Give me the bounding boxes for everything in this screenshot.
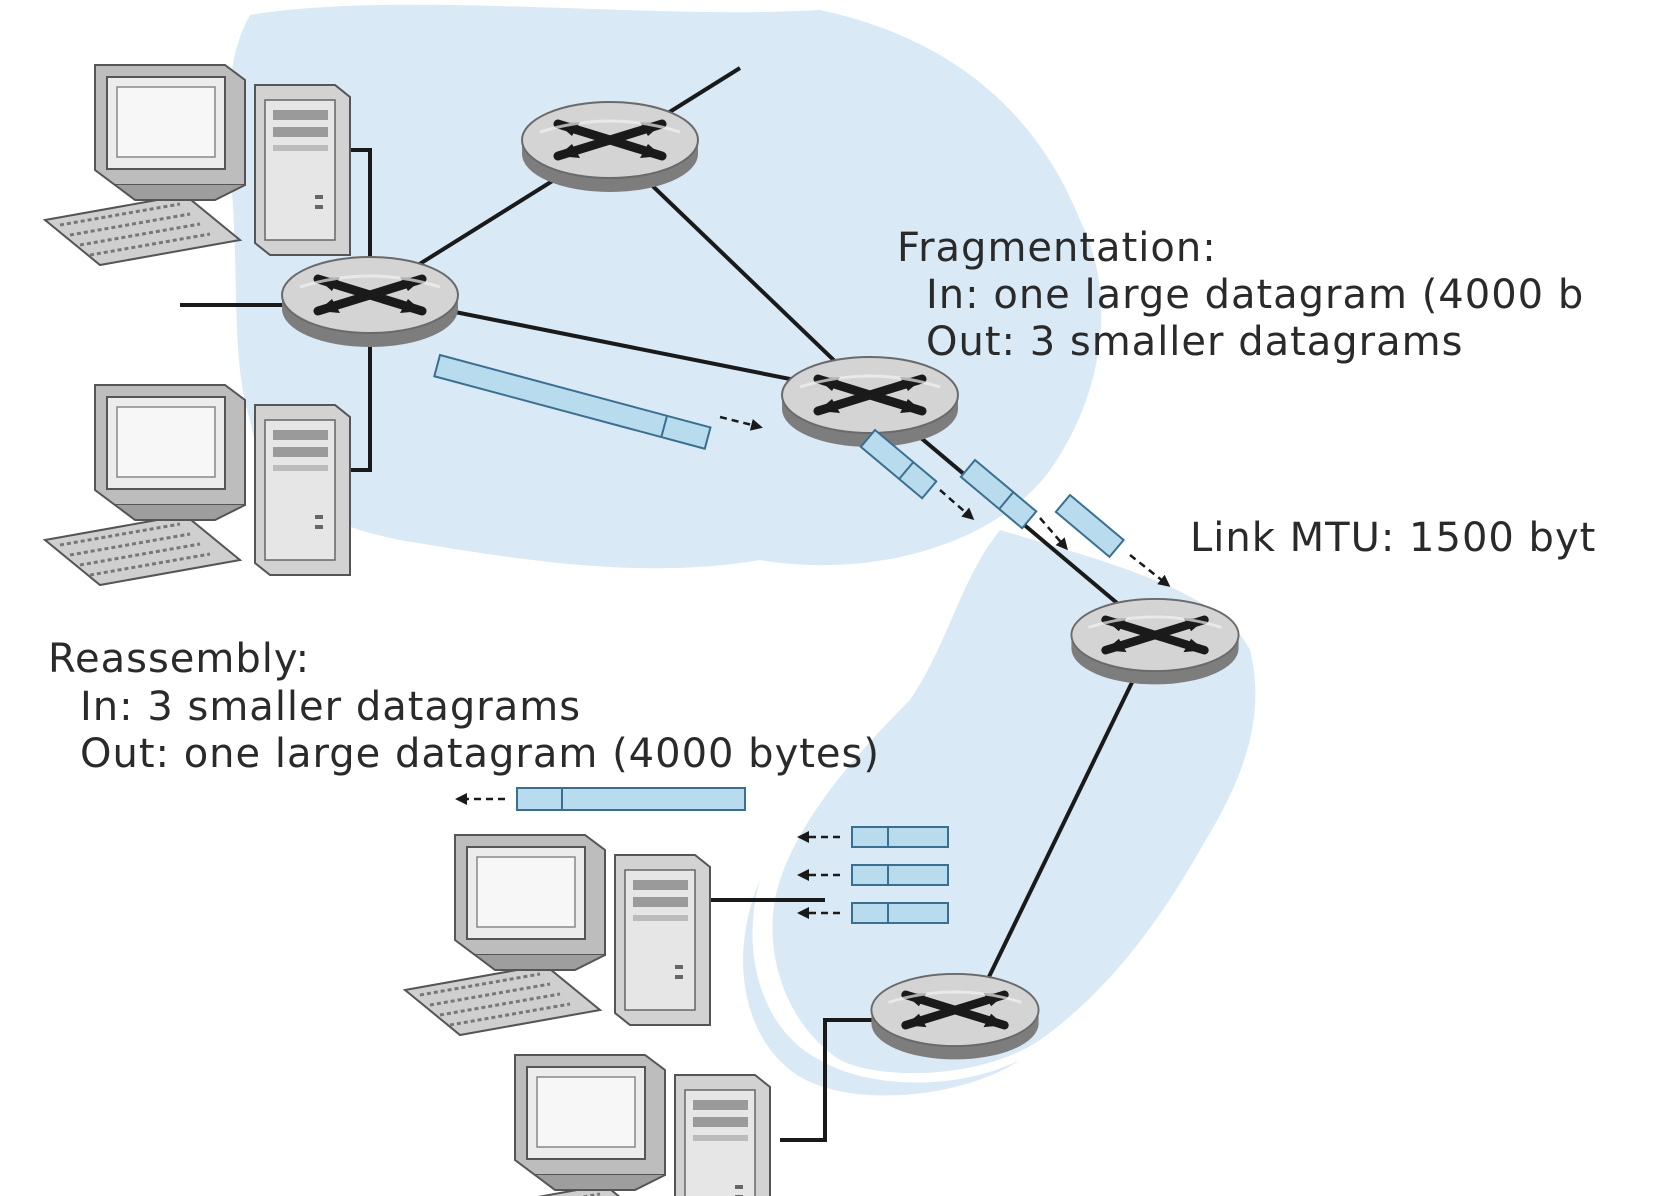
reassembly-out-line: Out: one large datagram (4000 bytes) [80,731,880,777]
large-datagram-packet [433,353,712,450]
router-icon [282,257,458,347]
fragment-packet [859,428,938,500]
fragmentation-out-line: Out: 3 smaller datagrams [926,319,1464,365]
router-icon [522,102,698,192]
reassembled-datagram-packet [516,787,746,811]
router-icon [871,974,1038,1060]
computer-icon [463,1053,772,1196]
arrow-icon [1039,517,1068,551]
computer-icon [403,833,712,1037]
fragmentation-in-line: In: one large datagram (4000 b [926,272,1585,318]
arriving-fragment-packet [851,826,949,848]
arriving-fragment-packet [851,902,949,924]
fragment-packet [959,458,1038,530]
fragmentation-title: Fragmentation: [897,225,1217,271]
router-icon [782,357,958,447]
computer-icon [43,383,352,587]
link-mtu-label: Link MTU: 1500 byt [1190,515,1597,561]
reassembly-in-line: In: 3 smaller datagrams [80,684,582,730]
network-cloud-lower-edge [743,880,1020,1096]
reassembly-title: Reassembly: [48,636,311,682]
arrow-icon [719,415,763,431]
computer-icon [43,63,352,267]
fragment-packet [1054,493,1126,559]
router-icon [1071,599,1238,685]
arrow-icon [1129,554,1171,587]
arriving-fragment-packet [851,864,949,886]
